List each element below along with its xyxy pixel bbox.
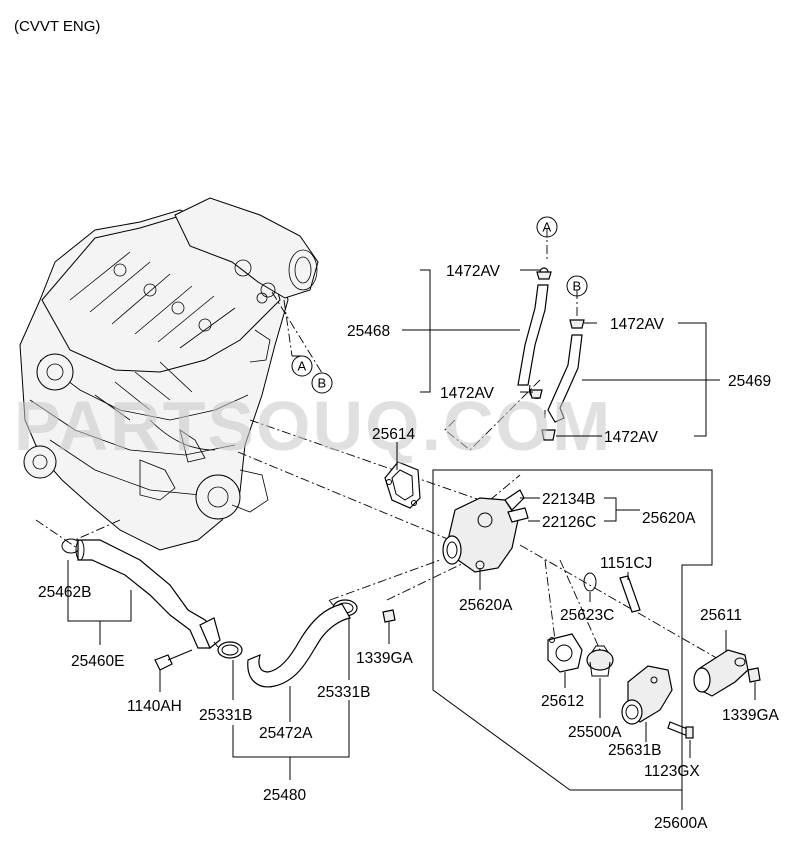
gasket-25612	[547, 633, 583, 673]
label-25472A: 25472A	[259, 725, 313, 742]
label-1472AV-upper: 1472AV	[446, 263, 501, 280]
part-labels: 1472AV 25468 1472AV 1472AV 25469 1472AV …	[38, 263, 780, 832]
water-pipe-25460E	[75, 539, 221, 649]
label-1339GA-left: 1339GA	[356, 650, 414, 667]
label-25611: 25611	[700, 607, 742, 624]
label-1140AH: 1140AH	[127, 698, 182, 715]
bolt-1339GA-right	[747, 667, 761, 683]
hose-25468	[517, 267, 552, 399]
label-25500A: 25500A	[568, 724, 622, 741]
o-ring-25623C	[583, 572, 597, 592]
label-25614: 25614	[372, 426, 415, 443]
label-1472AV-lower-left: 1472AV	[440, 385, 495, 402]
label-25468: 25468	[347, 323, 390, 340]
clamp-25331B-left	[213, 641, 243, 659]
bolt-1140AH	[154, 654, 173, 671]
radiator-hose-25472A	[247, 603, 351, 688]
bolt-1339GA-left	[382, 609, 396, 623]
label-1123GX: 1123GX	[644, 763, 700, 780]
engine-ref-marker-b-label: B	[318, 376, 327, 391]
water-inlet-fitting-25611	[693, 649, 749, 697]
diagram-title: (CVVT ENG)	[14, 18, 100, 35]
label-25620A-lower: 25620A	[459, 597, 513, 614]
thermostat-25500A	[586, 645, 614, 677]
label-25623C: 25623C	[560, 607, 614, 624]
hose-ref-marker-a-label: A	[543, 220, 552, 235]
label-25631B: 25631B	[608, 742, 661, 759]
label-25469: 25469	[728, 373, 771, 390]
water-outlet-fitting-25620A	[442, 489, 529, 573]
label-22134B: 22134B	[542, 491, 595, 508]
label-1472AV-lower-right: 1472AV	[604, 429, 659, 446]
label-1151CJ: 1151CJ	[600, 555, 652, 572]
stud-1151CJ	[619, 575, 641, 613]
hose-ref-marker-b-label: B	[573, 279, 582, 294]
label-25331B-left: 25331B	[199, 707, 252, 724]
label-22126C: 22126C	[542, 514, 596, 531]
label-1339GA-right: 1339GA	[722, 707, 780, 724]
engine-assembly-illustration	[19, 197, 319, 551]
label-25612: 25612	[541, 693, 584, 710]
label-25600A: 25600A	[654, 815, 708, 832]
hose-clip-lower	[529, 389, 556, 441]
hose-ref-marker-b	[566, 275, 588, 297]
engine-ref-marker-a-label: A	[298, 359, 307, 374]
leader-lines	[67, 269, 756, 810]
label-1472AV-upper-right: 1472AV	[610, 316, 665, 333]
hose-25469	[547, 319, 585, 423]
watermark: PARTSOUQ.COM	[14, 387, 612, 465]
hose-ref-marker-a	[536, 216, 558, 238]
label-25462B: 25462B	[38, 584, 91, 601]
o-ring-25462B	[61, 538, 81, 554]
gasket-25614	[384, 461, 421, 509]
engine-ref-marker-b	[311, 372, 333, 394]
label-25480: 25480	[263, 787, 306, 804]
engine-ref-marker-a	[291, 355, 313, 377]
label-25331B-right: 25331B	[317, 684, 370, 701]
alignment-lines	[35, 228, 721, 661]
bolt-1123GX-head	[685, 726, 694, 739]
label-25620A-right: 25620A	[642, 510, 696, 527]
label-25460E: 25460E	[71, 653, 124, 670]
thermostat-housing-25631B	[621, 665, 673, 725]
